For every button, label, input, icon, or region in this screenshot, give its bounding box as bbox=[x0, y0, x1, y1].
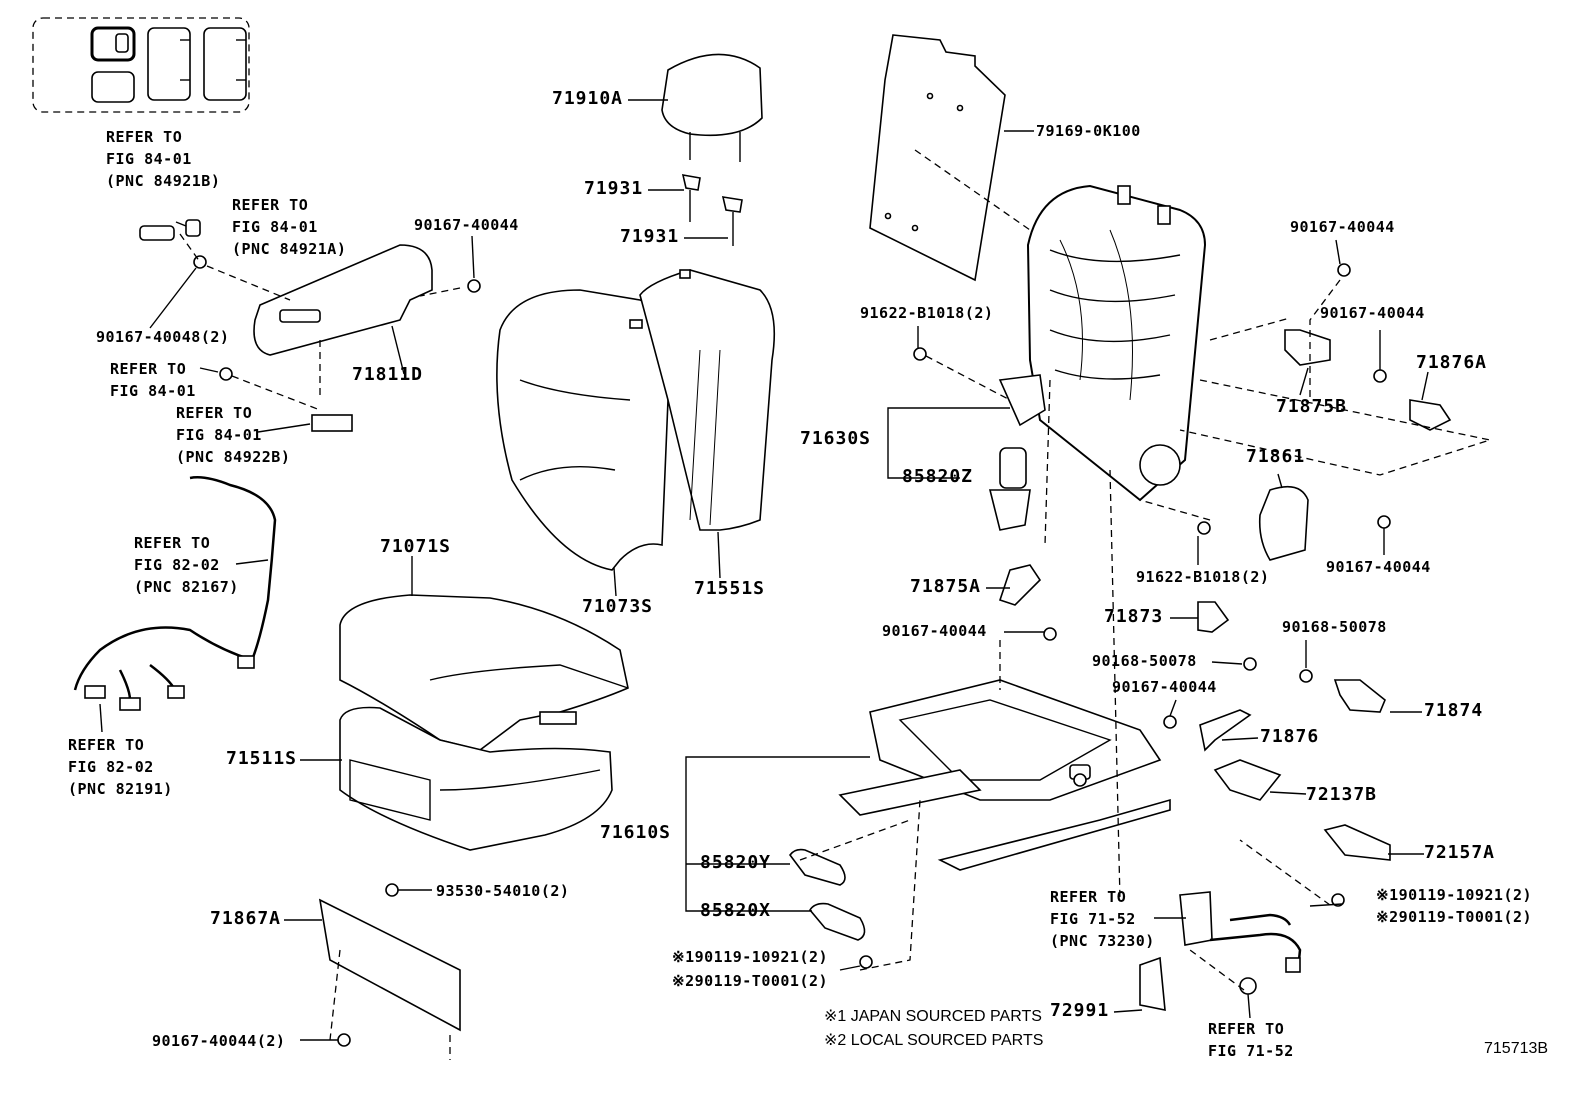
wire-harness-drawing bbox=[73, 476, 277, 711]
seatback-frame-drawing bbox=[998, 184, 1207, 502]
part-71876A: 71876A bbox=[1416, 352, 1488, 373]
part-90167-40044-top-left: 90167-40044 bbox=[414, 216, 519, 234]
part-91622-B1018-lower: 91622-B1018(2) bbox=[1136, 568, 1270, 586]
note-japan-sourced: ※1 JAPAN SOURCED PARTS bbox=[824, 1008, 1042, 1025]
part-71630S: 71630S bbox=[800, 428, 872, 449]
part-93530-54010: 93530-54010(2) bbox=[436, 882, 570, 900]
seat-cushion-drawing bbox=[339, 594, 629, 851]
motors-drawing bbox=[789, 447, 1031, 941]
part-85820X: 85820X bbox=[700, 900, 772, 921]
refer-fig-84-01-84922B: REFER TO FIG 84-01 (PNC 84922B) bbox=[176, 404, 291, 466]
part-91622-B1018-upper: 91622-B1018(2) bbox=[860, 304, 994, 322]
refer-fig-71-52: REFER TO FIG 71-52 bbox=[1208, 1020, 1294, 1060]
seatback-cover-drawing bbox=[496, 269, 776, 571]
refer-fig-84-01: REFER TO FIG 84-01 bbox=[110, 360, 196, 400]
note-local-sourced: ※2 LOCAL SOURCED PARTS bbox=[824, 1032, 1044, 1049]
side-cover-drawing bbox=[139, 219, 433, 432]
part-71811D: 71811D bbox=[352, 364, 424, 385]
part-72991: 72991 bbox=[1050, 1000, 1110, 1021]
refer-fig-84-01-84921B: REFER TO FIG 84-01 (PNC 84921B) bbox=[106, 128, 221, 190]
part-71876: 71876 bbox=[1260, 726, 1320, 747]
part-71910A: 71910A bbox=[552, 88, 624, 109]
part-90119-T0001-left: ※290119-T0001(2) bbox=[672, 972, 829, 990]
part-90168-50078-center: 90168-50078 bbox=[1092, 652, 1197, 670]
part-71875B: 71875B bbox=[1276, 396, 1348, 417]
part-90119-10921-left: ※190119-10921(2) bbox=[672, 948, 829, 966]
part-71551S: 71551S bbox=[694, 578, 766, 599]
part-71861: 71861 bbox=[1246, 446, 1306, 467]
seat-track-drawing bbox=[838, 679, 1171, 871]
part-90167-40044-bottom: 90167-40044(2) bbox=[152, 1032, 286, 1050]
part-85820Y: 85820Y bbox=[700, 852, 772, 873]
part-90167-40048: 90167-40048(2) bbox=[96, 328, 230, 346]
part-71511S: 71511S bbox=[226, 748, 298, 769]
part-90167-40044-center: 90167-40044 bbox=[882, 622, 987, 640]
part-90168-50078-right: 90168-50078 bbox=[1282, 618, 1387, 636]
part-72157A: 72157A bbox=[1424, 842, 1496, 863]
refer-fig-82-02-82191: REFER TO FIG 82-02 (PNC 82191) bbox=[68, 736, 173, 798]
part-71073S: 71073S bbox=[582, 596, 654, 617]
part-90167-40044-top-right: 90167-40044 bbox=[1290, 218, 1395, 236]
figure-number: 715713B bbox=[1484, 1040, 1549, 1057]
refer-fig-82-02-82167: REFER TO FIG 82-02 (PNC 82167) bbox=[134, 534, 239, 596]
refer-fig-71-52-73230: REFER TO FIG 71-52 (PNC 73230) bbox=[1050, 888, 1155, 950]
part-71610S: 71610S bbox=[600, 822, 672, 843]
part-90119-T0001-right: ※290119-T0001(2) bbox=[1376, 908, 1533, 926]
part-85820Z: 85820Z bbox=[902, 466, 974, 487]
part-79169-0K100: 79169-0K100 bbox=[1036, 122, 1141, 140]
headrest-drawing bbox=[661, 53, 763, 246]
part-71867A: 71867A bbox=[210, 908, 282, 929]
brackets-drawing bbox=[998, 329, 1452, 1011]
part-90167-40044-lower-center: 90167-40044 bbox=[1112, 678, 1217, 696]
part-90167-40044-mid-right: 90167-40044 bbox=[1326, 558, 1431, 576]
part-71874: 71874 bbox=[1424, 700, 1484, 721]
assembly-guides bbox=[179, 149, 1493, 1060]
part-71873: 71873 bbox=[1104, 606, 1164, 627]
part-71875A: 71875A bbox=[910, 576, 982, 597]
part-72137B: 72137B bbox=[1306, 784, 1378, 805]
part-71071S: 71071S bbox=[380, 536, 452, 557]
part-90119-10921-right: ※190119-10921(2) bbox=[1376, 886, 1533, 904]
part-71931-lower: 71931 bbox=[620, 226, 680, 247]
seat-position-legend bbox=[32, 17, 250, 113]
seatback-board-drawing bbox=[869, 34, 1006, 282]
front-cover-drawing bbox=[318, 898, 461, 1032]
part-90167-40044-right: 90167-40044 bbox=[1320, 304, 1425, 322]
part-71931-upper: 71931 bbox=[584, 178, 644, 199]
leader-lines bbox=[99, 99, 1429, 1041]
refer-fig-84-01-84921A: REFER TO FIG 84-01 (PNC 84921A) bbox=[232, 196, 347, 258]
